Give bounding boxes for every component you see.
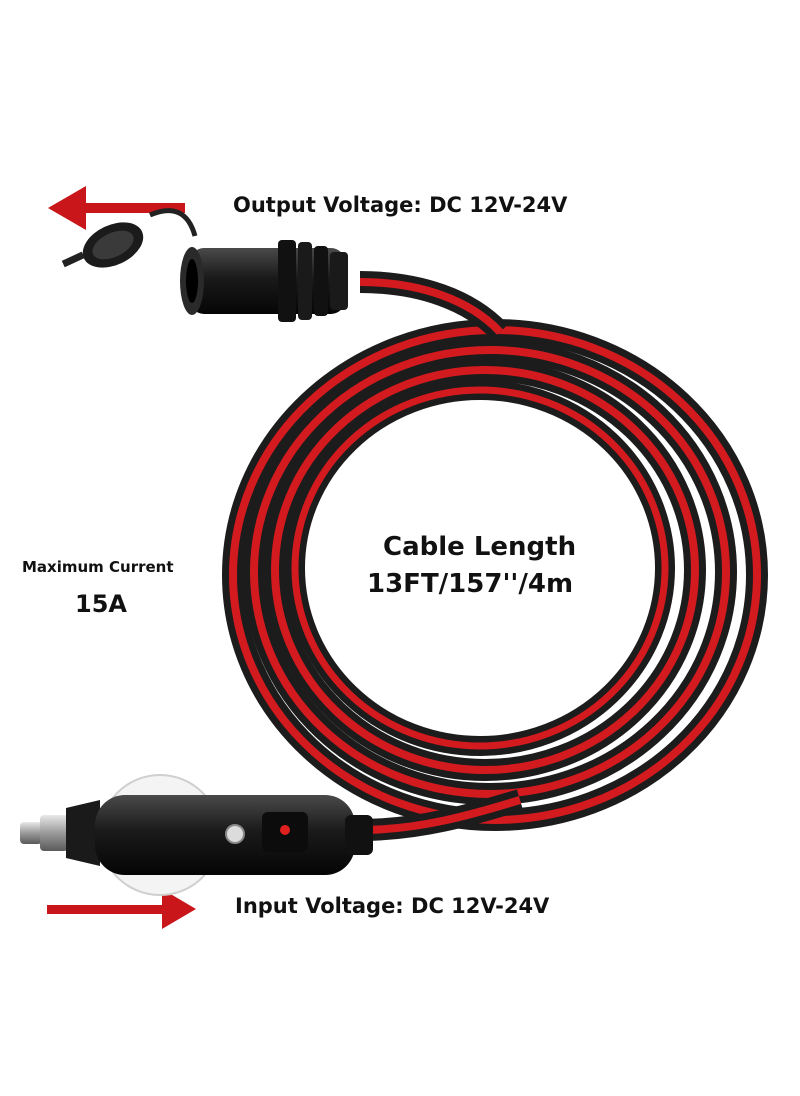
output-arrow-icon: [48, 186, 185, 230]
cable-length-value: 13FT/157''/4m: [367, 569, 574, 599]
max-current-label: Maximum Current: [22, 558, 174, 576]
cable-coil: [222, 271, 768, 841]
cable-length-title: Cable Length: [383, 532, 577, 562]
max-current-value: 15A: [75, 590, 127, 618]
male-plug-connector: [20, 774, 373, 896]
output-voltage-label: Output Voltage: DC 12V-24V: [233, 193, 568, 217]
female-socket-connector: [61, 208, 348, 322]
input-voltage-label: Input Voltage: DC 12V-24V: [235, 894, 550, 918]
input-arrow-icon: [47, 889, 196, 929]
